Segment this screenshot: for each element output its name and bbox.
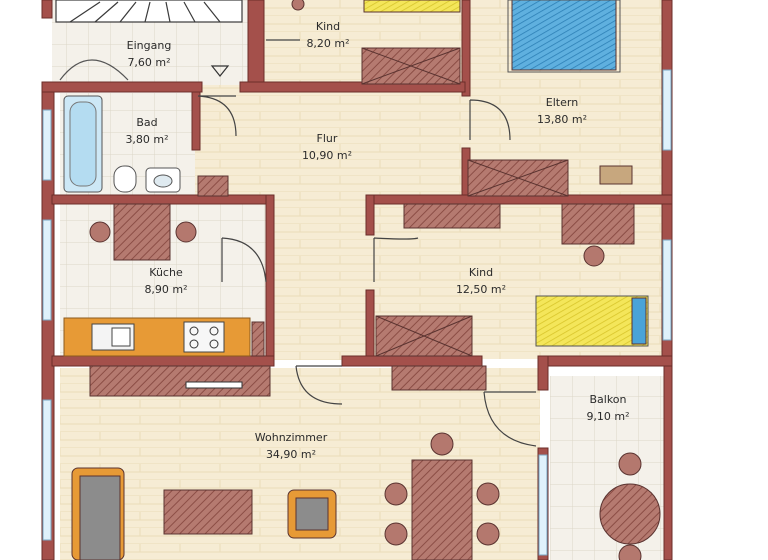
dining-chair-2 xyxy=(384,482,408,506)
toilet xyxy=(113,165,137,193)
label-kind-top: Kind xyxy=(316,20,340,33)
sofa-seat xyxy=(79,475,121,560)
wall-h4-c xyxy=(539,355,673,367)
wall-eingang-right xyxy=(247,0,265,86)
dining-chair-4 xyxy=(384,522,408,546)
label-bad: Bad xyxy=(136,116,157,129)
wall-kind-left-b xyxy=(365,289,375,361)
window-left-2 xyxy=(42,219,52,321)
burner-4 xyxy=(209,339,219,349)
wall-h4-b xyxy=(341,355,483,367)
desk-kind-mid xyxy=(403,203,501,229)
balkon-table xyxy=(599,483,661,545)
bed-kind-mid xyxy=(535,295,649,347)
wall-kueche-right xyxy=(265,194,275,361)
wall-kind-left xyxy=(365,194,375,236)
shelf-wohnzimmer xyxy=(391,365,487,391)
label-kueche: Küche xyxy=(149,266,183,279)
armchair-seat xyxy=(295,497,329,531)
coffee-table xyxy=(163,489,253,535)
washbasin-bowl xyxy=(153,174,173,188)
area-flur: 10,90 m² xyxy=(302,149,352,162)
label-eingang: Eingang xyxy=(127,39,172,52)
sink-inner xyxy=(111,327,131,347)
burner-3 xyxy=(189,339,199,349)
stair-lines xyxy=(69,1,221,23)
wall-kind-eltern xyxy=(461,0,471,97)
wardrobe-eltern-x xyxy=(467,159,569,197)
desk-kind-mid-2 xyxy=(561,203,635,245)
wall-h2 xyxy=(51,194,275,205)
shelf-kueche xyxy=(251,321,265,357)
tv-icon xyxy=(185,381,243,389)
dining-chair-1 xyxy=(430,432,454,456)
chair-kind-mid xyxy=(583,245,605,267)
label-kind-mid: Kind xyxy=(469,266,493,279)
dining-chair-3 xyxy=(476,482,500,506)
area-kind-top: 8,20 m² xyxy=(306,37,349,50)
wall-balkon-left xyxy=(537,355,549,391)
wall-bad-right xyxy=(191,91,201,151)
wall-h1-a xyxy=(41,81,203,93)
area-kind-mid: 12,50 m² xyxy=(456,283,506,296)
door-kind-mid xyxy=(373,237,419,282)
door-eingang-arc xyxy=(59,59,129,81)
wall-left-upper xyxy=(41,0,53,19)
dining-chair-5 xyxy=(476,522,500,546)
bed-kind-mid-pillow xyxy=(631,297,647,345)
room-labels: Eingang 7,60 m² Kind 8,20 m² Eltern 13,8… xyxy=(125,20,629,461)
window-left-1 xyxy=(42,109,52,181)
entrance-stairs xyxy=(55,0,243,81)
area-kueche: 8,90 m² xyxy=(144,283,187,296)
chair-kueche-2 xyxy=(175,221,197,243)
sideboard-wohnzimmer xyxy=(89,365,271,397)
door-kueche xyxy=(221,237,267,283)
window-right-2 xyxy=(662,239,672,341)
furniture xyxy=(63,0,661,560)
burner-1 xyxy=(189,326,199,336)
window-right-1 xyxy=(662,69,672,151)
door-eltern xyxy=(469,99,511,141)
window-left-3 xyxy=(42,399,52,541)
stair-block xyxy=(55,0,243,23)
wardrobe-kind-top-x xyxy=(361,47,461,85)
burner-2 xyxy=(209,326,219,336)
area-balkon: 9,10 m² xyxy=(586,410,629,423)
chair-kueche-1 xyxy=(89,221,111,243)
wall-right-lower xyxy=(663,365,673,560)
area-bad: 3,80 m² xyxy=(125,133,168,146)
table-kueche xyxy=(113,203,171,261)
wall-h1-b xyxy=(239,81,466,93)
dining-table xyxy=(411,459,473,560)
area-eingang: 7,60 m² xyxy=(127,56,170,69)
doors xyxy=(197,39,537,447)
label-balkon: Balkon xyxy=(589,393,626,406)
bed-eltern xyxy=(511,0,617,71)
area-wohnzimmer: 34,90 m² xyxy=(266,448,316,461)
stove-icon xyxy=(183,321,225,353)
wardrobe-kind-mid-x xyxy=(375,315,473,357)
bed-kind-top xyxy=(363,0,461,13)
wall-h4-a xyxy=(51,355,275,367)
windows xyxy=(42,69,672,556)
door-bad xyxy=(197,95,237,137)
entrance-arrow-icon xyxy=(210,65,230,77)
chest-eltern xyxy=(599,165,633,185)
label-flur: Flur xyxy=(317,132,338,145)
bed-eltern-frame xyxy=(507,0,621,73)
balkon-chair-2 xyxy=(618,544,642,560)
door-balkon xyxy=(483,391,537,447)
label-eltern: Eltern xyxy=(546,96,578,109)
bathtub-inner xyxy=(69,101,97,187)
cabinet-flur xyxy=(197,175,229,197)
balkon-chair-1 xyxy=(618,452,642,476)
door-wohnzimmer xyxy=(295,365,343,405)
chair-kind-top xyxy=(291,0,305,11)
area-eltern: 13,80 m² xyxy=(537,113,587,126)
label-wohnzimmer: Wohnzimmer xyxy=(255,431,328,444)
bath-fixtures xyxy=(63,95,181,193)
window-balkon xyxy=(538,454,548,556)
